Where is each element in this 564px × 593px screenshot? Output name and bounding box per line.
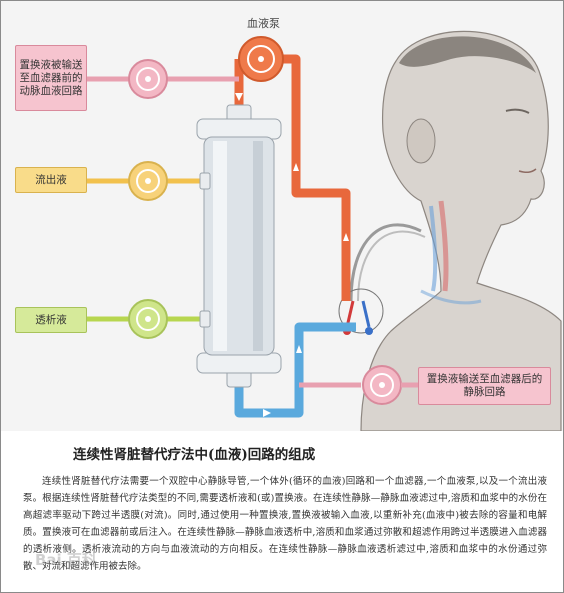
caption-body: 连续性肾脏替代疗法需要一个双腔中心静脉导管,一个体外(循环的血液)回路和一个血滤…	[23, 476, 547, 572]
subclavian-vein	[420, 289, 482, 305]
post-filter-pump	[362, 365, 402, 405]
venous-arrow-up	[296, 345, 302, 353]
arterial-arrow-up	[293, 163, 299, 171]
eye	[505, 108, 530, 114]
catheter-line	[349, 223, 422, 302]
venous-port-cap	[365, 327, 373, 335]
arterial-line-to-pump	[283, 54, 351, 301]
blood-pump-label: 血液泵	[247, 17, 280, 30]
mouth	[518, 168, 537, 174]
ear	[406, 118, 436, 164]
hemofilter	[196, 104, 282, 388]
hair	[399, 36, 536, 73]
arterial-arrow-up-2	[343, 233, 349, 241]
watermark: Bai 百科	[35, 551, 97, 569]
caption-title: 连续性肾脏替代疗法中(血液)回路的组成	[73, 447, 316, 463]
jugular-vein	[429, 205, 438, 292]
pre-filter-replacement-label: 置换液被输送至血滤器前的动脉血液回路	[15, 45, 87, 111]
catheter-line-2	[357, 230, 426, 302]
caption: 连续性肾脏替代疗法中(血液)回路的组成 连续性肾脏替代疗法需要一个双腔中心静脉导…	[1, 431, 563, 592]
crrt-circuit-diagram: 血液泵 置换液被输送至血滤器前的动脉血液回路 流出液 透析液 置换液输送至血滤器…	[1, 1, 563, 431]
catheter-hub-detail	[338, 288, 384, 334]
pre-filter-pump	[128, 59, 168, 99]
carotid-artery	[438, 200, 449, 292]
arterial-arrow-down	[235, 93, 243, 101]
circuit-drawing	[87, 30, 562, 431]
venous-line	[234, 322, 356, 418]
blood-pump	[238, 36, 284, 82]
dialysate-label: 透析液	[15, 307, 87, 333]
patient-illustration	[360, 30, 562, 431]
catheter-venous-port	[361, 300, 371, 328]
venous-arrow-right	[263, 409, 271, 417]
effluent-pump	[128, 161, 168, 201]
dialysate-pump	[128, 299, 168, 339]
post-filter-replacement-label: 置换液输送至血滤器后的静脉回路	[418, 367, 551, 405]
effluent-label: 流出液	[15, 167, 87, 193]
